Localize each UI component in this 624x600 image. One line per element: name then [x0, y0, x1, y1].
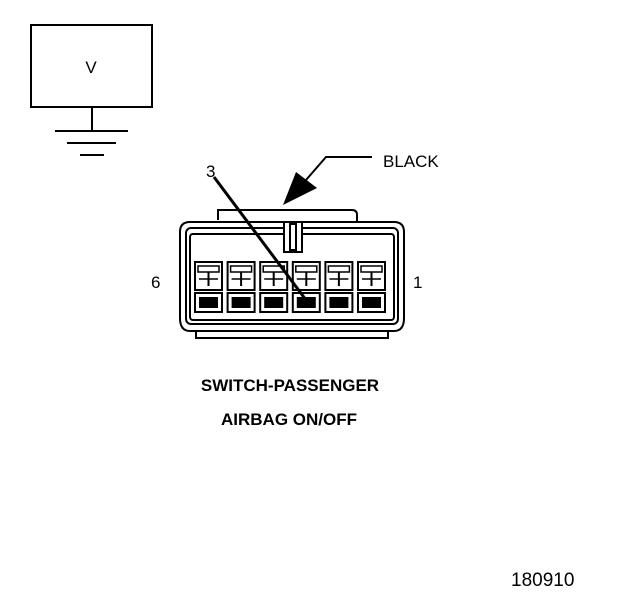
left-pin-label: 6 [151, 273, 160, 292]
probe-pin-label: 3 [206, 162, 215, 181]
ground-icon [55, 107, 128, 156]
caption-line-1: SWITCH-PASSENGER [201, 376, 379, 395]
pin-cavity-5 [226, 261, 256, 313]
pin-cavity-3 [291, 261, 321, 313]
voltmeter-label: V [85, 58, 97, 77]
pin-cavity-6 [194, 261, 223, 313]
color-leader-arrow [283, 156, 372, 205]
pin-cavity-2 [324, 261, 354, 313]
right-pin-label: 1 [413, 273, 422, 292]
pin-cavity-1 [357, 261, 386, 313]
voltmeter: V [30, 24, 153, 108]
pin-cavities [194, 261, 386, 313]
locking-tab [283, 221, 303, 253]
caption-line-2: AIRBAG ON/OFF [221, 410, 357, 429]
connector-color-label: BLACK [383, 152, 439, 171]
figure-number: 180910 [511, 570, 574, 591]
probe-line [212, 176, 308, 301]
